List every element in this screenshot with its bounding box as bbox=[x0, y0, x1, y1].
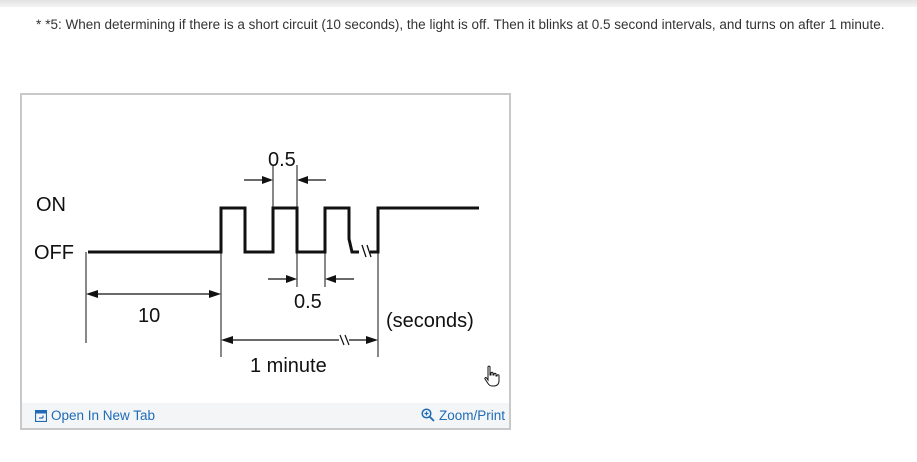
zoom-icon bbox=[421, 408, 435, 425]
top-interval-arrowhead-left bbox=[262, 176, 273, 184]
ten-label: 10 bbox=[138, 305, 160, 327]
ten-arrowhead-right bbox=[209, 290, 221, 298]
interval-bottom-label: 0.5 bbox=[294, 291, 322, 313]
interval-top-label: 0.5 bbox=[268, 149, 296, 171]
figure-container[interactable]: ON OFF 0.5 0.5 10 1 minute bbox=[20, 93, 511, 430]
top-interval-arrowhead-right bbox=[297, 176, 308, 184]
minute-break-mark bbox=[339, 334, 350, 346]
zoom-print-link[interactable]: Zoom/Print bbox=[421, 408, 505, 425]
zoom-print-label: Zoom/Print bbox=[438, 408, 505, 423]
top-bar bbox=[0, 0, 917, 7]
waveform-break-mark bbox=[361, 244, 372, 258]
off-label: OFF bbox=[34, 242, 74, 264]
note-text: *5: When determining if there is a short… bbox=[45, 17, 885, 32]
signal-waveform-end bbox=[370, 206, 479, 254]
on-label: ON bbox=[36, 194, 66, 216]
minute-arrowhead-left bbox=[221, 336, 233, 344]
seconds-unit-label: (seconds) bbox=[386, 310, 474, 332]
figure-footer: Open In New Tab Zoom/Print bbox=[22, 403, 509, 428]
hand-cursor-icon bbox=[482, 365, 502, 394]
signal-waveform bbox=[88, 206, 359, 254]
ten-arrowhead-left bbox=[86, 290, 98, 298]
one-minute-label: 1 minute bbox=[250, 355, 327, 377]
bottom-interval-arrowhead-left bbox=[286, 275, 297, 283]
minute-arrowhead-right bbox=[366, 336, 378, 344]
note-paragraph: **5: When determining if there is a shor… bbox=[22, 15, 902, 35]
note-bullet: * bbox=[36, 17, 42, 32]
open-in-new-tab-label: Open In New Tab bbox=[51, 408, 156, 423]
open-in-new-tab-icon bbox=[34, 409, 48, 425]
bottom-interval-arrowhead-right bbox=[325, 275, 336, 283]
timing-diagram: ON OFF 0.5 0.5 10 1 minute bbox=[34, 149, 479, 377]
open-in-new-tab-link[interactable]: Open In New Tab bbox=[34, 408, 156, 425]
